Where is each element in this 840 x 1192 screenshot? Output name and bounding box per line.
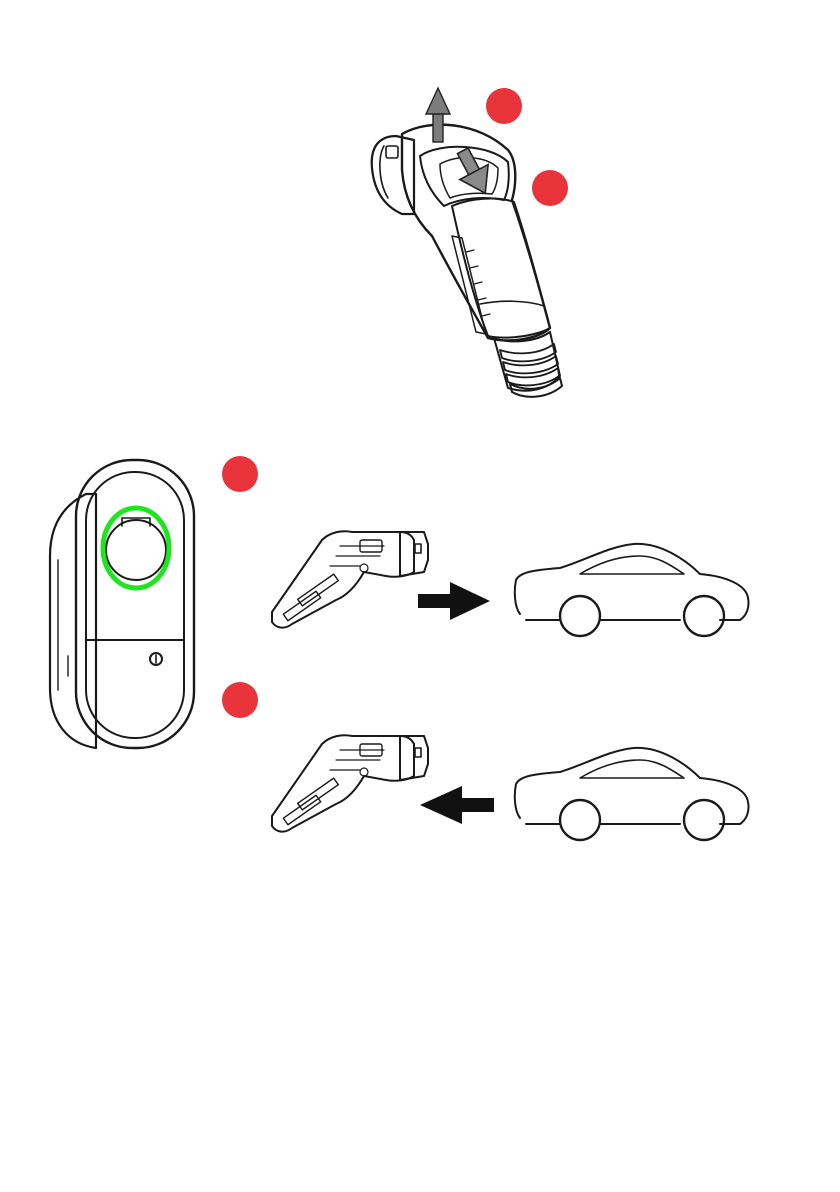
step-marker-3 [222,456,258,492]
charger-socket [106,518,166,580]
car-wheel [560,596,600,636]
car-icon [515,544,749,636]
plug-release-panel [372,88,568,397]
plug-body [402,125,550,341]
arrow-up-icon [426,88,450,142]
car-icon [515,748,749,840]
key-lock-icon [150,653,162,665]
ev-plug-handle [402,125,562,397]
car-wheel [560,800,600,840]
ev-connector-icon [272,531,428,627]
wall-charger [50,460,194,748]
step-marker-1 [486,88,522,124]
car-wheel [684,800,724,840]
arrow-right-icon [418,582,490,620]
step-marker-4 [222,682,258,718]
ev-connector-icon [272,735,428,831]
car-wheel [684,596,724,636]
plug-in-panel [222,456,749,636]
cable-strain-relief [494,332,562,397]
step-marker-2 [532,170,568,206]
socket-bracket [372,136,414,214]
arrow-left-icon [420,786,494,824]
unplug-panel [222,682,749,840]
plug-cover [452,199,550,338]
